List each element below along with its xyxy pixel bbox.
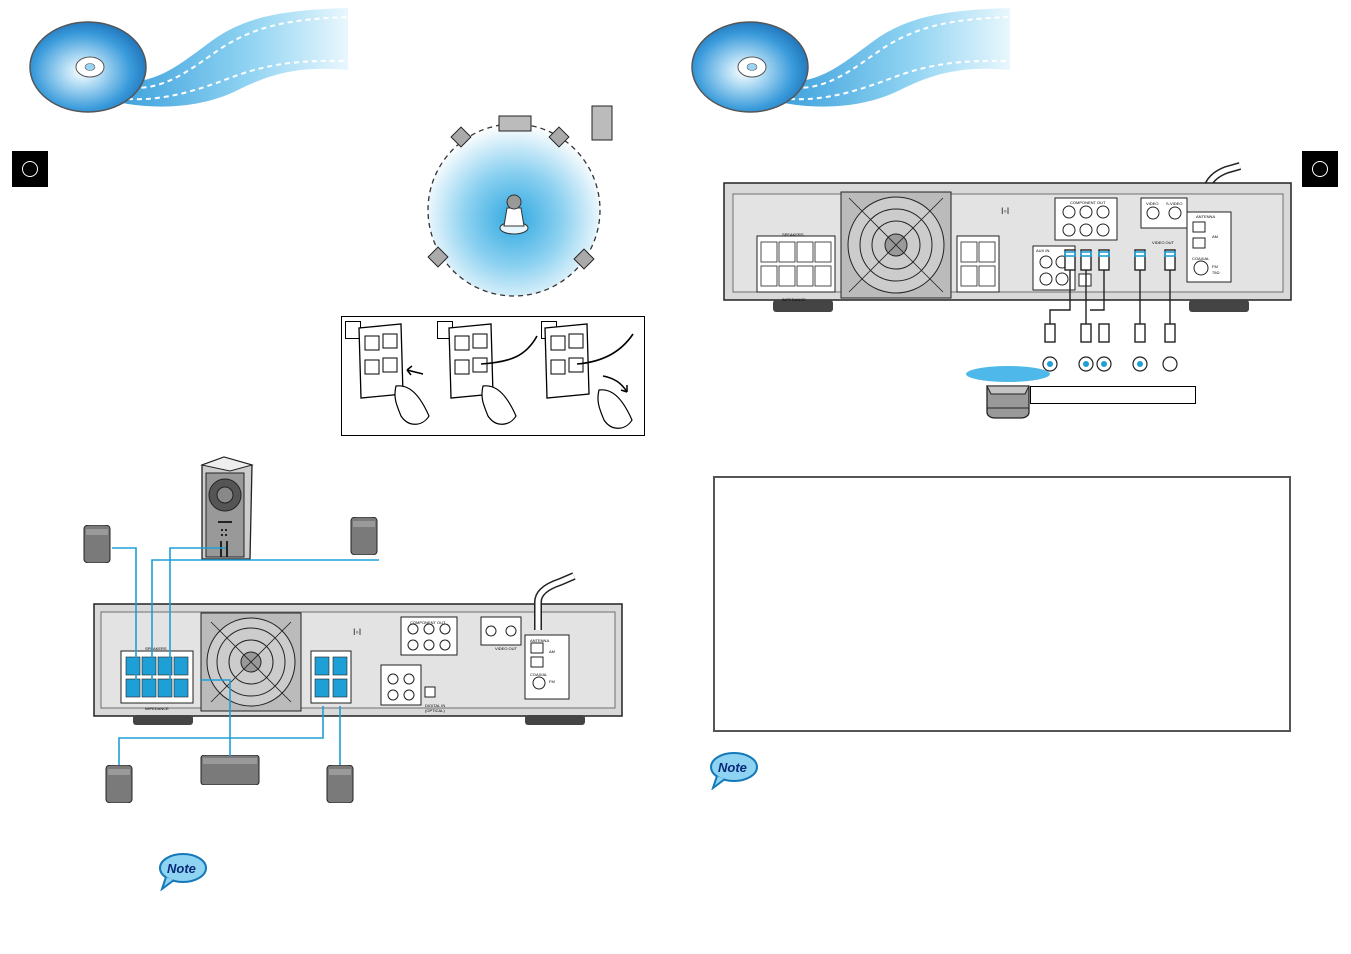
right-label-speakers: SPEAKERS (782, 232, 804, 237)
right-label-video-out: VIDEO OUT (1152, 240, 1175, 245)
left-label-antenna: ANTENNA (530, 638, 550, 643)
left-note-label: Note (167, 861, 196, 876)
right-label-fm: FM (1212, 264, 1218, 269)
terminal-step-3-icon (544, 323, 634, 429)
terminal-step-1-icon (358, 323, 430, 425)
left-label-fm: FM (549, 679, 555, 684)
right-label-aux-in: AUX IN (1036, 248, 1050, 253)
tv-label-box (1030, 386, 1196, 404)
right-section-badge-ring (1312, 161, 1328, 177)
rear-right-speaker-icon (326, 765, 354, 803)
left-label-speakers: SPEAKERS (145, 646, 167, 651)
right-note-badge: Note (709, 750, 759, 791)
front-left-speaker-icon (83, 525, 111, 563)
speaker-cable-lines (112, 547, 379, 765)
left-label-optical: (OPTICAL) (425, 708, 445, 713)
left-label-video-out: VIDEO OUT (495, 646, 518, 651)
right-label-antenna: ANTENNA (1196, 214, 1216, 219)
svg-text:I◦I: I◦I (353, 627, 361, 637)
right-label-impedance: IMPEDANCE (782, 297, 806, 302)
front-right-speaker-icon (350, 517, 378, 555)
right-speaker-terminals (756, 235, 1000, 293)
left-av-jacks (380, 616, 458, 706)
tv-icon (966, 366, 1050, 419)
listener-icon (499, 194, 529, 235)
right-note-label: Note (718, 760, 747, 775)
right-label-am: AM (1212, 234, 1218, 239)
rear-left-speaker-icon (105, 765, 133, 803)
left-cooling-fan-icon (200, 612, 302, 712)
left-label-impedance: IMPEDANCE (145, 706, 169, 711)
svg-text:I◦I: I◦I (1001, 206, 1009, 216)
note-bubble-icon (710, 752, 758, 791)
right-label-component-out: COMPONENT OUT (1070, 200, 1106, 205)
right-label-svideo: S-VIDEO (1166, 201, 1183, 206)
left-speaker-terminals (120, 650, 352, 704)
right-section-badge (1302, 151, 1338, 187)
terminal-steps-illustration (358, 323, 634, 429)
info-box (713, 476, 1291, 732)
left-label-am: AM (549, 649, 555, 654)
left-antenna-cable (534, 572, 576, 630)
speaker-placement-diagram (427, 105, 613, 297)
left-label-digital-in: DIGITAL IN (425, 703, 446, 708)
info-box-text (715, 478, 1289, 506)
subwoofer-icon (200, 456, 254, 560)
left-disc-header-icon (29, 8, 349, 113)
right-label-video: VIDEO (1146, 201, 1159, 206)
right-video-antenna-jacks (1140, 197, 1232, 283)
right-receiver-back-panel: I◦I (723, 182, 1292, 312)
section-badge (12, 151, 48, 187)
left-video-antenna-jacks (480, 616, 570, 700)
left-note-badge: Note (158, 851, 208, 892)
left-label-component-out: COMPONENT OUT (410, 620, 446, 625)
left-label-coaxial: COAXIAL (530, 672, 548, 677)
note-bubble-icon (159, 853, 207, 892)
right-cooling-fan-icon (840, 191, 952, 299)
right-label-coaxial: COAXIAL (1192, 256, 1210, 261)
video-cable-connections (1042, 249, 1178, 372)
terminal-step-2-icon (448, 323, 538, 425)
center-speaker-icon (200, 755, 260, 785)
right-label-ohm: 75Ω (1212, 270, 1220, 275)
right-disc-header-icon (691, 8, 1011, 113)
section-badge-ring (22, 161, 38, 177)
left-receiver-back-panel: I◦I (93, 603, 623, 725)
